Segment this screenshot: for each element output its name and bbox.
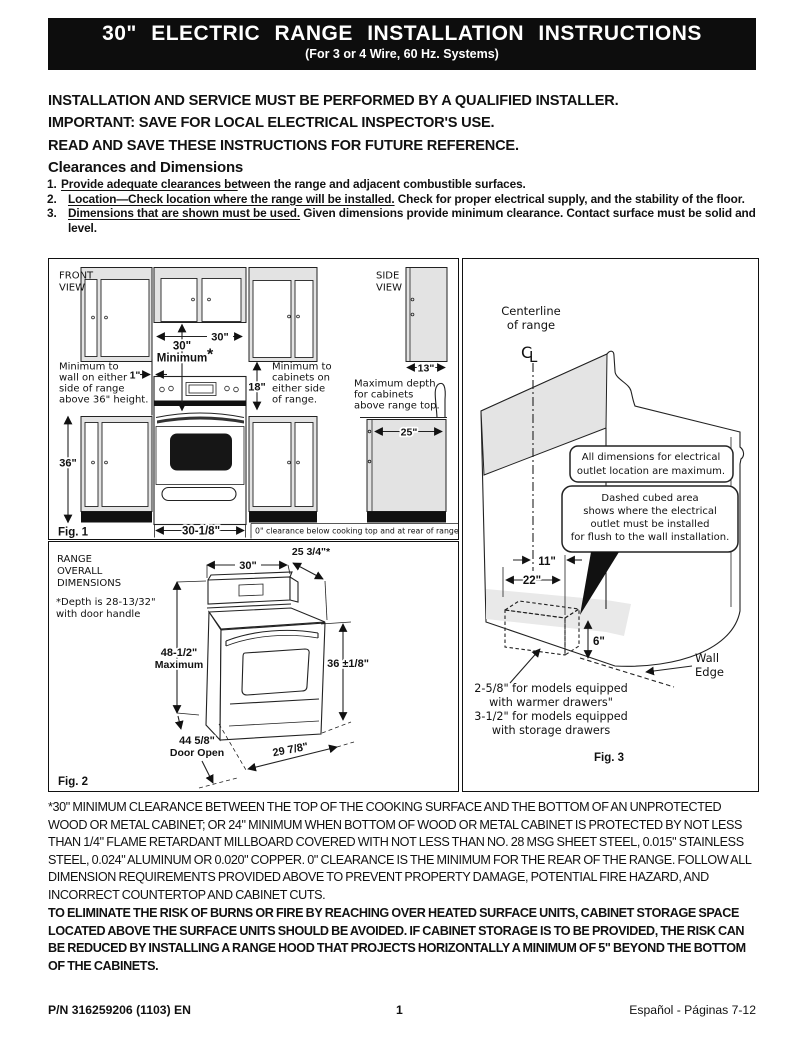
svg-text:Maximum: Maximum — [155, 659, 203, 671]
depth-note: *Depth is 28-13/32" — [56, 597, 156, 608]
dim-6: 6" — [593, 636, 605, 648]
svg-text:outlet must be installed: outlet must be installed — [591, 519, 710, 530]
dim-44-5-8: 44 5/8" — [179, 735, 215, 747]
notice-line: READ AND SAVE THESE INSTRUCTIONS FOR FUT… — [48, 137, 519, 154]
fig1-caption: Fig. 1 — [58, 527, 89, 539]
svg-text:shows where the electrical: shows where the electrical — [583, 506, 717, 517]
svg-text:side of range: side of range — [59, 384, 125, 395]
wall-edge-label: Wall — [695, 651, 719, 665]
cabinet-note: Minimum to — [272, 362, 332, 373]
fig2-title: RANGE — [57, 554, 92, 565]
svg-text:Door Open: Door Open — [170, 747, 224, 759]
page-number: 1 — [396, 1003, 403, 1017]
spanish-pages-note: Español - Páginas 7-12 — [629, 1003, 756, 1017]
svg-text:wall on either: wall on either — [59, 373, 128, 384]
callout-boxes: All dimensions for electrical outlet loc… — [561, 445, 739, 615]
instruction-item-1: 1.Provide adequate clearances between th… — [47, 177, 526, 191]
section-heading: Clearances and Dimensions — [48, 159, 244, 176]
notice-line: INSTALLATION AND SERVICE MUST BE PERFORM… — [48, 93, 619, 109]
dim-30: 30" — [239, 560, 256, 572]
clearance-footnote: *30" MINIMUM CLEARANCE BETWEEN THE TOP O… — [48, 800, 751, 902]
fig3-labels: Centerline of range C L Wall Edge 2-5/8"… — [474, 304, 724, 764]
dim-48-1-2: 48-1/2" — [161, 647, 197, 659]
front-view-cabinets — [80, 267, 318, 523]
part-number: P/N 316259206 (1103) EN — [48, 1003, 191, 1017]
figure-1-clearance-diagram: 30" 30" Minimum * 1" 18" 36" 13" 25" 30-… — [48, 258, 459, 540]
svg-text:Edge: Edge — [695, 665, 724, 679]
dim-30-min-word: Minimum — [157, 353, 207, 365]
fig3-dimensions: 11" 22" 6" — [502, 554, 693, 688]
svg-text:of range.: of range. — [272, 395, 317, 406]
svg-text:with warmer drawers": with warmer drawers" — [489, 696, 613, 709]
svg-text:for cabinets: for cabinets — [354, 390, 413, 401]
front-view-label: FRONT — [59, 271, 94, 282]
burn-risk-warning: TO ELIMINATE THE RISK OF BURNS OR FIRE B… — [48, 906, 746, 973]
centerline-label: Centerline — [501, 304, 560, 318]
dim-18: 18" — [248, 382, 265, 394]
document-title: 30" ELECTRIC RANGE INSTALLATION INSTRUCT… — [102, 22, 702, 45]
svg-text:above 36" height.: above 36" height. — [59, 395, 148, 406]
asterisk: * — [207, 347, 214, 364]
instruction-item-3: 3.Dimensions that are shown must be used… — [47, 206, 756, 235]
notice-line: IMPORTANT: SAVE FOR LOCAL ELECTRICAL INS… — [48, 115, 495, 132]
fig3-caption: Fig. 3 — [594, 752, 624, 764]
fig2-dimensions: 30" 25 3/4"* 48-1/2" Maximum 36 ±1/8" 44… — [153, 544, 371, 789]
fig2-caption: Fig. 2 — [58, 776, 88, 788]
figure-3-electrical-outlet-location: All dimensions for electrical outlet loc… — [462, 258, 759, 792]
document-subtitle: (For 3 or 4 Wire, 60 Hz. Systems) — [305, 47, 499, 61]
dim-1in: 1" — [130, 370, 141, 382]
dim-29-7-8: 29 7/8" — [272, 741, 309, 760]
instruction-item-2: 2.Location—Check location where the rang… — [47, 191, 745, 206]
figure-2-overall-dimensions: 30" 25 3/4"* 48-1/2" Maximum 36 ±1/8" 44… — [48, 541, 459, 792]
fig1-labels: FRONT VIEW SIDE VIEW Minimum to wall on … — [58, 271, 458, 539]
svg-text:for flush to the wall installa: for flush to the wall installation. — [571, 532, 730, 543]
wall-note: Minimum to — [59, 362, 119, 373]
dim-13: 13" — [418, 363, 435, 375]
dim-30-width: 30" — [211, 332, 228, 344]
dim-11: 11" — [538, 556, 556, 568]
dim-25-3-4: 25 3/4"* — [292, 546, 331, 558]
svg-text:DIMENSIONS: DIMENSIONS — [57, 578, 121, 589]
svg-text:L: L — [529, 348, 538, 366]
instruction-list: 1.Provide adequate clearances between th… — [47, 177, 759, 235]
depth-note: Maximum depth — [354, 379, 436, 390]
notice-block: INSTALLATION AND SERVICE MUST BE PERFORM… — [48, 90, 758, 157]
fig2-labels: RANGE OVERALL DIMENSIONS *Depth is 28-13… — [56, 554, 156, 788]
dim-36: 36 ±1/8" — [327, 658, 369, 670]
side-view-label2: VIEW — [376, 283, 402, 294]
callout-all-dimensions: All dimensions for electrical — [582, 452, 721, 463]
drawer-note: 2-5/8" for models equipped — [474, 682, 627, 695]
svg-text:with storage drawers: with storage drawers — [492, 724, 611, 737]
svg-text:outlet location are maximum.: outlet location are maximum. — [577, 466, 725, 477]
front-view-label2: VIEW — [59, 283, 85, 294]
dim-25: 25" — [401, 427, 418, 439]
dim-36: 36" — [59, 458, 76, 470]
dim-30-min: 30" — [173, 341, 191, 353]
dim-22: 22" — [523, 575, 541, 587]
side-view-cabinets — [360, 267, 448, 523]
svg-text:with door handle: with door handle — [56, 609, 140, 620]
title-banner: 30" ELECTRIC RANGE INSTALLATION INSTRUCT… — [48, 18, 756, 70]
svg-text:of range: of range — [507, 318, 555, 332]
zero-clearance-note: 0" clearance below cooking top and at re… — [255, 527, 458, 536]
range-perspective-drawing — [205, 571, 326, 742]
svg-text:either side: either side — [272, 384, 325, 395]
fig1-dimensions: 30" 30" Minimum * 1" 18" 36" 13" 25" 30-… — [58, 323, 446, 539]
callout-dashed-area: Dashed cubed area — [601, 493, 698, 504]
callout-pointer — [580, 552, 619, 615]
svg-text:OVERALL: OVERALL — [57, 566, 103, 577]
side-view-label: SIDE — [376, 271, 399, 282]
range-front-view — [153, 375, 247, 526]
dim-30-1-8: 30-1/8" — [182, 526, 220, 538]
svg-text:cabinets on: cabinets on — [272, 373, 330, 384]
svg-text:above range top.: above range top. — [354, 401, 440, 412]
svg-text:3-1/2" for models equipped: 3-1/2" for models equipped — [474, 710, 627, 723]
centerline-symbol: C — [521, 343, 532, 362]
